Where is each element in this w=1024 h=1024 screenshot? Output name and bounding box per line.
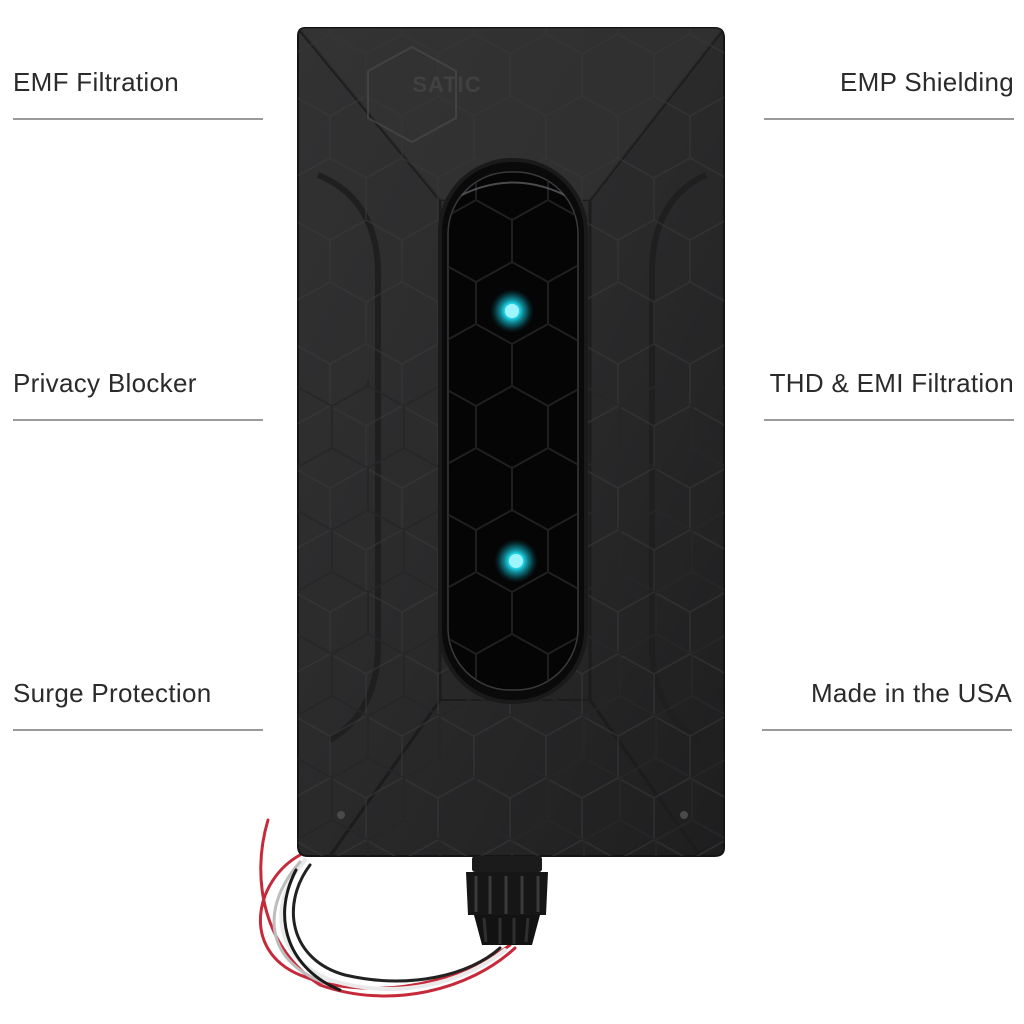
divider-line <box>762 729 1012 731</box>
screw-icon <box>337 811 345 819</box>
feature-label: Privacy Blocker <box>13 368 197 398</box>
feature-label: Made in the USA <box>810 678 1012 708</box>
divider-line <box>764 419 1014 421</box>
cable-wires <box>259 818 517 998</box>
feature-emp-shielding: EMP Shielding <box>764 66 1014 120</box>
feature-label: THD & EMI Filtration <box>769 368 1014 398</box>
brand-logo: SATIC <box>367 45 481 144</box>
indicator-light-bottom <box>494 539 538 583</box>
feature-label: EMP Shielding <box>840 67 1014 97</box>
feature-emf-filtration: EMF Filtration <box>13 66 263 120</box>
divider-line <box>13 729 263 731</box>
screw-icon <box>680 811 688 819</box>
divider-line <box>13 118 263 120</box>
feature-label: EMF Filtration <box>13 67 180 97</box>
feature-surge-protection: Surge Protection <box>13 677 263 731</box>
feature-label: Surge Protection <box>13 678 212 708</box>
brand-logo-text: SATIC <box>412 72 481 97</box>
feature-privacy-blocker: Privacy Blocker <box>13 367 263 421</box>
feature-made-in-usa: Made in the USA <box>762 677 1012 731</box>
divider-line <box>764 118 1014 120</box>
feature-thd-emi-filtration: THD & EMI Filtration <box>764 367 1014 421</box>
cable-gland <box>466 856 548 945</box>
divider-line <box>13 419 263 421</box>
indicator-light-top <box>490 289 534 333</box>
